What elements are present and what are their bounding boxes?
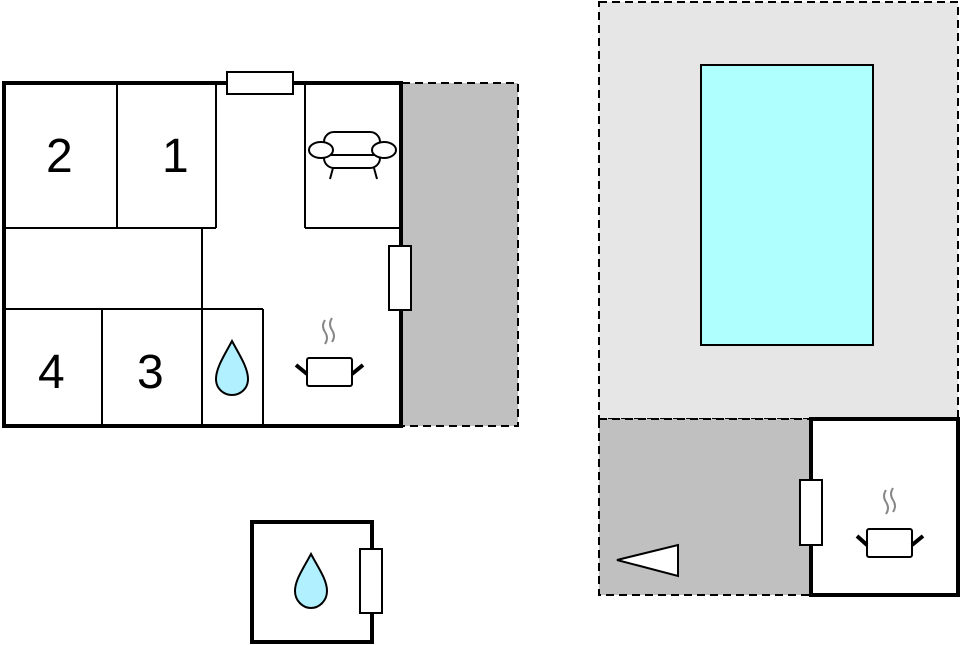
window-right (388, 245, 412, 311)
window-top (226, 71, 294, 95)
room-label-2: 2 (46, 130, 73, 183)
cooking-pot-icon (294, 317, 365, 387)
water-drop-icon (214, 338, 250, 397)
room-label-4: 4 (38, 346, 65, 399)
room-label-3: 3 (137, 346, 164, 399)
room-label-1: 1 (162, 130, 189, 183)
swimming-pool (700, 64, 874, 346)
window-bathroom (359, 548, 383, 614)
terrace-main (401, 82, 519, 427)
outdoor-kitchen (809, 417, 960, 597)
sofa-icon (308, 131, 397, 180)
terrace-pool (598, 418, 812, 596)
interior-walls (4, 83, 401, 426)
window-outdoor-kitchen (799, 479, 823, 546)
cooking-pot-icon (855, 487, 925, 558)
direction-arrow-icon (616, 543, 679, 578)
water-drop-icon (293, 551, 329, 610)
